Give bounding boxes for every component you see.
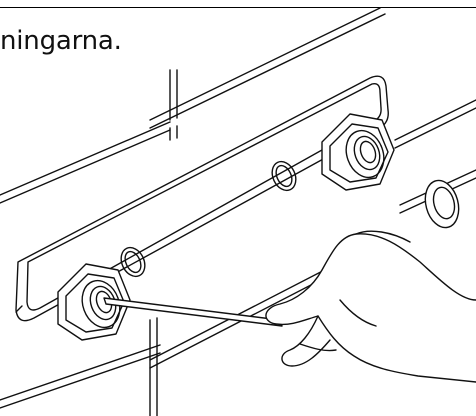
pipe-hole-right [271,160,297,192]
tool-pin [103,297,283,327]
hand [265,230,476,383]
hex-nut-left [57,263,131,341]
pipe-hole-left [120,246,146,278]
instruction-caption: ningarna. [0,26,122,56]
mounting-plate [15,75,389,322]
loose-ring [424,179,460,229]
top-divider-line [0,7,476,8]
hex-nut-right [321,113,395,191]
